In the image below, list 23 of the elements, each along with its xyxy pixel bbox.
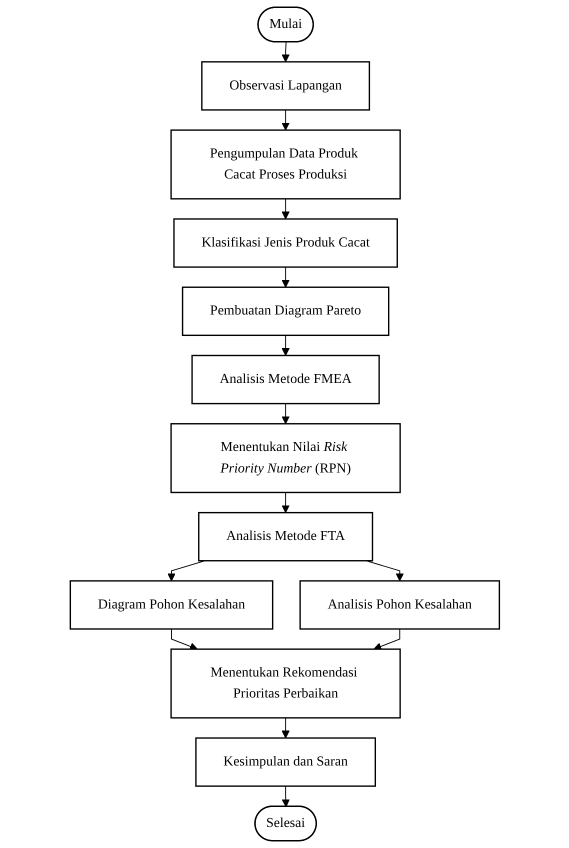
arrow [167,560,206,582]
node-box: Menentukan Rekomendasi Prioritas Perbaikan [170,648,400,719]
node-box: Pembuatan Diagram Pareto [182,286,389,336]
arrow [281,266,290,288]
arrow [281,198,290,220]
node-box: Analisis Metode FTA [198,512,373,562]
node-box: Analisis Metode FMEA [191,354,380,404]
node-box: Analisis Pohon Kesalahan [299,580,500,630]
arrow [281,403,290,424]
arrow [281,42,290,62]
arrow [170,628,198,650]
arrow [281,334,290,356]
arrow [281,492,290,513]
arrow [281,786,290,808]
node-box: Klasifikasi Jenis Produk Cacat [172,218,398,268]
node-box: Pengumpulan Data Produk Cacat Proses Produksi [170,129,400,200]
node-box: Kesimpulan dan Saran [194,737,376,787]
node-box: Menentukan Nilai Risk Priority Number (RPN) [170,423,400,494]
arrow [281,717,290,738]
node-box: Diagram Pohon Kesalahan [69,580,273,630]
arrow [281,110,290,130]
node-box: Observasi Lapangan [200,61,370,111]
arrow [373,628,400,650]
